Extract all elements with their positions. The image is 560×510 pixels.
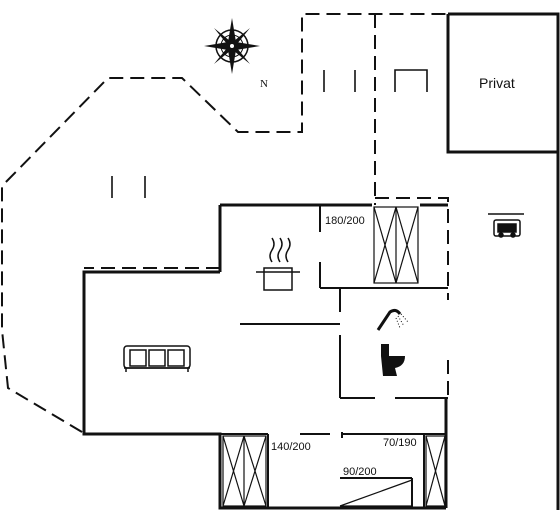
bed-size-lower-right: 70/190 xyxy=(383,437,417,449)
north-label: N xyxy=(260,78,268,90)
interior-walls xyxy=(220,205,448,508)
bed-size-lower-left: 140/200 xyxy=(271,441,311,453)
terrace-inner-outline xyxy=(84,205,221,269)
toilet-icon xyxy=(381,344,405,376)
cooking-pot-icon xyxy=(256,237,300,291)
terrace-outlines xyxy=(1,13,449,433)
compass-icon xyxy=(204,18,260,74)
private-annex xyxy=(446,12,560,510)
bunk-bed-upper xyxy=(373,206,419,284)
terrace-right-outline xyxy=(375,197,449,300)
bed-lower-middle xyxy=(339,479,413,507)
terrace-left-outline xyxy=(1,13,448,433)
bed-size-upper-bunk: 180/200 xyxy=(325,215,365,227)
exterior-walls xyxy=(82,203,448,510)
shower-icon xyxy=(376,308,409,331)
bed-size-lower-middle: 90/200 xyxy=(343,466,377,478)
fireplace-icon xyxy=(488,213,524,238)
railing-marks xyxy=(111,69,428,198)
bed-lower-left xyxy=(222,435,267,507)
room-label-private: Privat xyxy=(479,75,515,91)
bed-lower-right xyxy=(425,435,446,507)
sofa-icon xyxy=(123,345,191,372)
